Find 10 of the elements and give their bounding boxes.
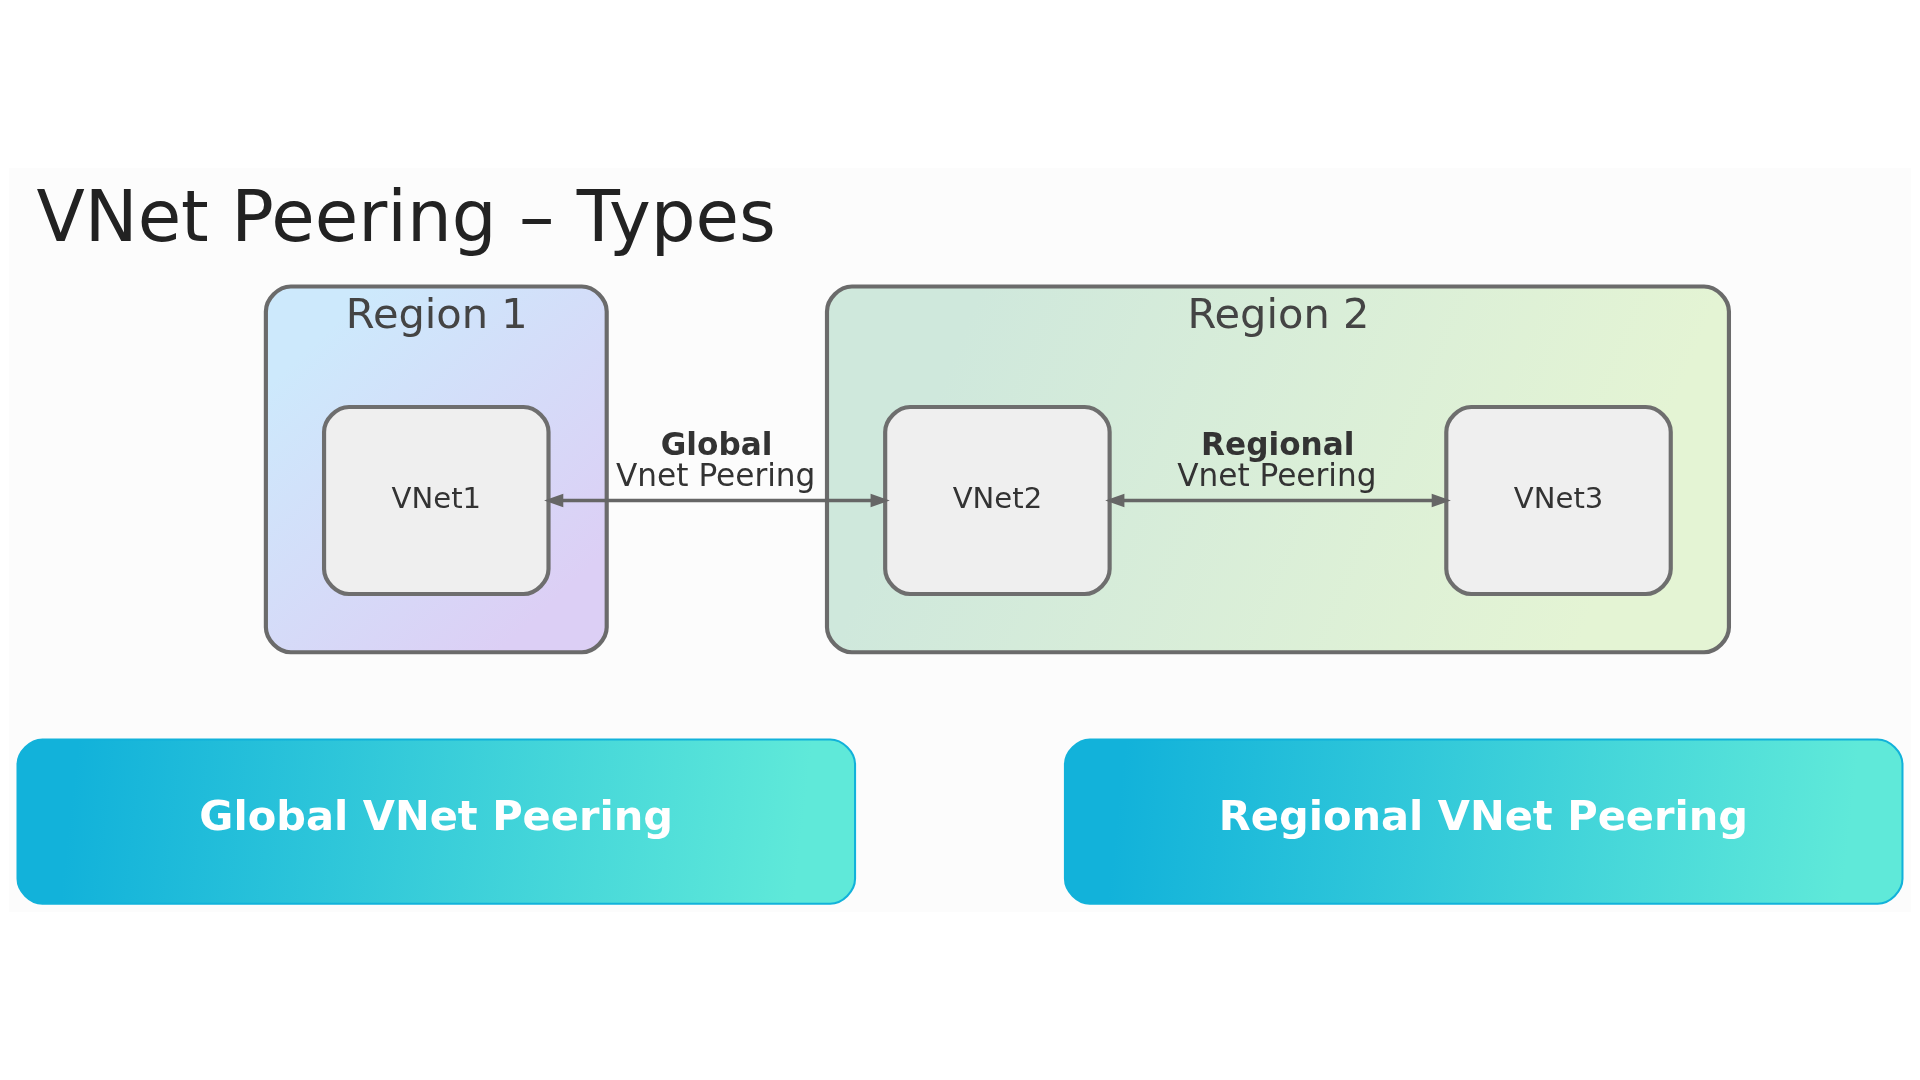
edge-label: Global Vnet Peering [616,425,816,493]
node-box: Regional VNet Peering [1063,738,1904,905]
edge-label: Regional Vnet Peering [1177,425,1377,493]
node-box: VNet1 [322,404,551,597]
diagram-title: VNet Peering – Types [36,175,776,259]
node-box: Global VNet Peering [16,738,857,905]
arrow [1105,493,1451,508]
node-box: VNet3 [1444,404,1673,597]
node-box: VNet2 [883,404,1112,597]
arrow [544,493,890,508]
